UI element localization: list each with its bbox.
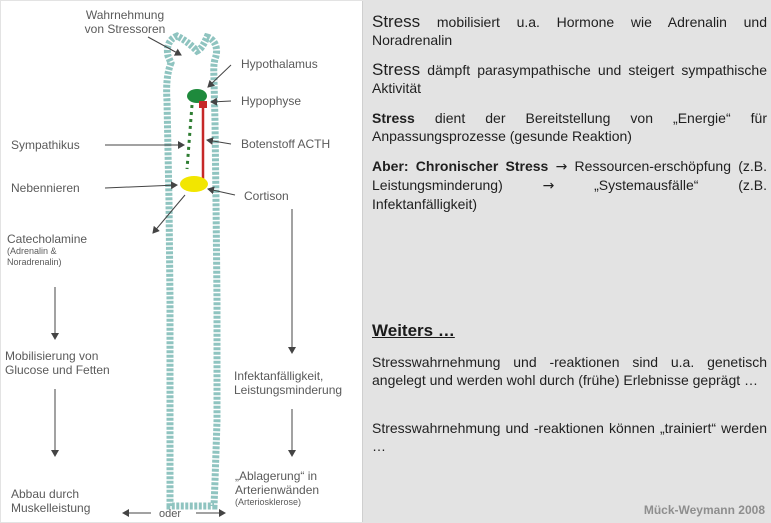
label-hypothalamus: Hypothalamus bbox=[241, 57, 318, 71]
label-cortison: Cortison bbox=[244, 189, 289, 203]
label-abbau-line1: Abbau durch bbox=[11, 487, 90, 501]
label-botenstoff-acth: Botenstoff ACTH bbox=[241, 137, 330, 151]
p4-arrow-2: → bbox=[543, 178, 555, 194]
pointer-botenstoff bbox=[207, 140, 231, 144]
label-catecholamine-sub2: Noradrenalin) bbox=[7, 257, 87, 268]
label-ablagerung-line2: Arterienwänden bbox=[235, 483, 319, 497]
label-wahrnehmung-line2: von Stressoren bbox=[79, 22, 171, 36]
label-nebennieren: Nebennieren bbox=[11, 181, 80, 195]
sympathikus-path bbox=[187, 105, 192, 169]
label-sympathikus: Sympathikus bbox=[11, 138, 80, 152]
label-infekt-line2: Leistungsminderung bbox=[234, 383, 342, 397]
p2-text: dämpft parasympathische und steigert sym… bbox=[372, 62, 767, 96]
credit: Mück-Weymann 2008 bbox=[644, 503, 765, 517]
heading-weiters: Weiters … bbox=[372, 321, 455, 341]
label-abbau-line2: Muskelleistung bbox=[11, 501, 90, 515]
label-hypophyse: Hypophyse bbox=[241, 94, 301, 108]
label-wahrnehmung: Wahrnehmung von Stressoren bbox=[79, 8, 171, 36]
paragraph-5: Stresswahrnehmung und -reaktionen sind u… bbox=[372, 353, 767, 389]
paragraph-1: Stress mobilisiert u.a. Hormone wie Adre… bbox=[372, 13, 767, 49]
stress-diagram: Wahrnehmung von Stressoren Hypothalamus … bbox=[1, 1, 363, 522]
hypothalamus-dot bbox=[187, 89, 207, 103]
label-catecholamine-sub1: (Adrenalin & bbox=[7, 246, 87, 257]
p4-arrow-1: → bbox=[556, 159, 568, 175]
label-catecholamine: Catecholamine (Adrenalin & Noradrenalin) bbox=[7, 232, 87, 268]
label-oder: oder bbox=[159, 507, 181, 521]
nebennieren bbox=[180, 176, 208, 192]
label-abbau: Abbau durch Muskelleistung bbox=[11, 487, 90, 515]
label-wahrnehmung-line1: Wahrnehmung bbox=[79, 8, 171, 22]
paragraph-4: Aber: Chronischer Stress → Ressourcen-er… bbox=[372, 157, 767, 213]
label-infektanfaelligkeit: Infektanfälligkeit, Leistungsminderung bbox=[234, 369, 342, 397]
pointer-cortison bbox=[208, 189, 235, 195]
p1-stress-word: Stress bbox=[372, 12, 420, 31]
paragraph-3: Stress dient der Bereitstellung von „Ene… bbox=[372, 109, 767, 145]
label-mobilisierung-line1: Mobilisierung von bbox=[5, 349, 110, 363]
text-panel: Stress mobilisiert u.a. Hormone wie Adre… bbox=[362, 0, 771, 523]
label-infekt-line1: Infektanfälligkeit, bbox=[234, 369, 342, 383]
label-catecholamine-main: Catecholamine bbox=[7, 232, 87, 246]
label-ablagerung-line1: „Ablagerung“ in bbox=[235, 469, 319, 483]
p1-text: mobilisiert u.a. Hormone wie Adrenalin u… bbox=[372, 14, 767, 48]
label-mobilisierung: Mobilisierung von Glucose und Fetten bbox=[5, 349, 110, 377]
label-mobilisierung-line2: Glucose und Fetten bbox=[5, 363, 110, 377]
p3-bold: Stress bbox=[372, 110, 415, 126]
paragraph-2: Stress dämpft parasympathische und steig… bbox=[372, 61, 767, 97]
label-ablagerung-line3: (Arteriosklerose) bbox=[235, 497, 319, 508]
paragraph-6: Stresswahrnehmung und -reaktionen können… bbox=[372, 419, 767, 455]
p3-text: dient der Bereitstellung von „Energie“ f… bbox=[372, 110, 767, 144]
p2-stress-word: Stress bbox=[372, 60, 420, 79]
label-ablagerung: „Ablagerung“ in Arterienwänden (Arterios… bbox=[235, 469, 319, 508]
p4-bold: Aber: Chronischer Stress bbox=[372, 158, 548, 174]
